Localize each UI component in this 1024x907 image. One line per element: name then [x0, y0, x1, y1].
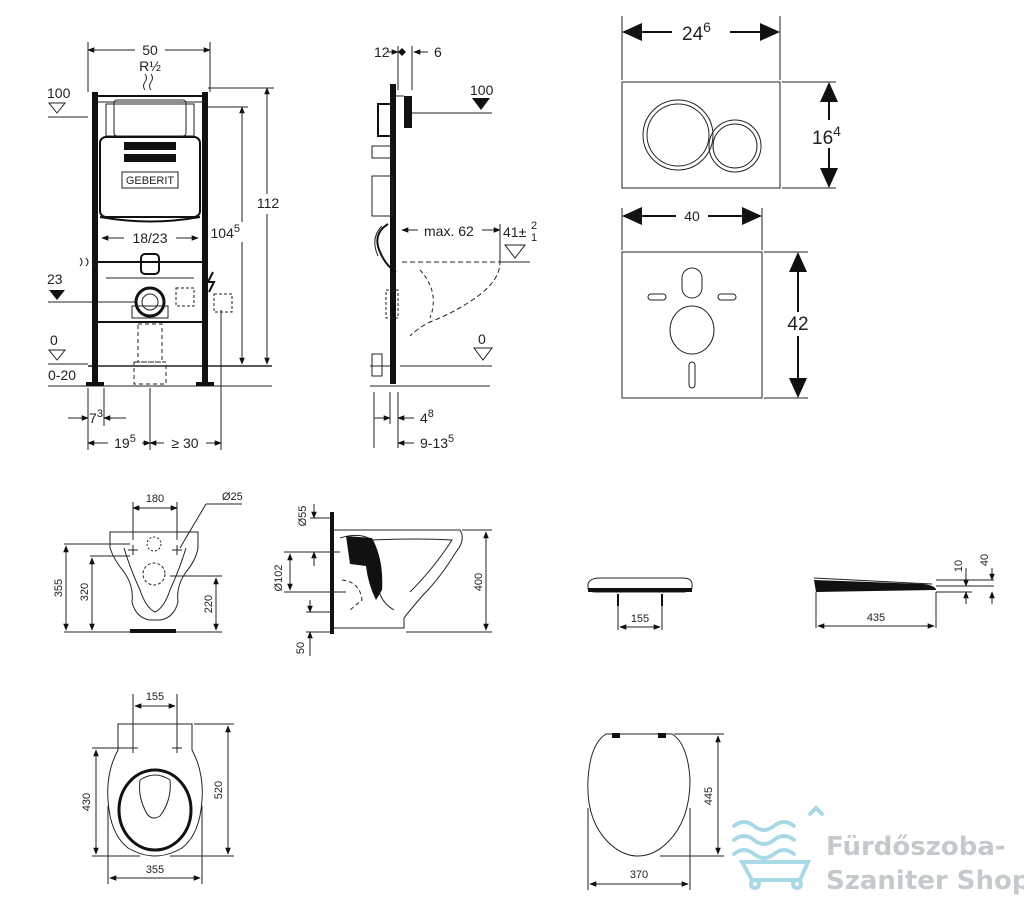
dim-12-label: 12 [374, 44, 390, 60]
max62-label: max. 62 [424, 223, 474, 239]
water-icon [79, 257, 99, 271]
level-marker-icon [47, 349, 67, 361]
dim-445-label: 445 [703, 787, 715, 805]
dim-435-label: 435 [867, 612, 885, 624]
flush-button-large [642, 99, 714, 171]
frame-side-view: 12 6 100 max. 62 41± 2 1 [370, 44, 537, 451]
tolerance-up: 2 [531, 220, 537, 232]
flush-button-small [708, 119, 762, 173]
level-100-label: 100 [47, 85, 71, 101]
bowl-side-view: Ø55 Ø102 50 400 [273, 504, 492, 656]
bowl-outline [402, 261, 501, 337]
dim-430-label: 430 [81, 793, 93, 811]
dim-d102-label: Ø102 [273, 565, 285, 592]
level-marker-icon [473, 347, 493, 361]
frame-width-label: 50 [142, 42, 158, 58]
height-1045-label: 1045 [211, 223, 240, 241]
frame-post-right [202, 92, 208, 384]
drain-outlet [134, 286, 166, 318]
dim-220-label: 220 [203, 595, 215, 613]
bowl-top-shape [107, 723, 203, 857]
level-0-label: 0 [50, 332, 58, 348]
floor-range-label: 0-20 [48, 367, 76, 383]
dim-355-label: 355 [53, 579, 65, 597]
spacing-label: 18/23 [132, 230, 167, 246]
dim-48-label: 48 [420, 408, 434, 426]
dim-195-label: 195 [114, 433, 136, 451]
water-supply-icon [143, 73, 153, 91]
frame-front-view: 50 R½ 100 23 0 0-20 GEBERIT [47, 42, 284, 451]
cistern-body [99, 136, 201, 218]
level-marker-icon [47, 102, 67, 114]
level-marker-icon [503, 244, 527, 259]
dim-155-label: 155 [631, 613, 649, 625]
seat-side-view: 435 10 40 [813, 554, 995, 629]
frame-post-left [92, 92, 98, 384]
flush-plate-view: 246 164 40 42 [621, 16, 854, 399]
bowl-side-shape [334, 529, 463, 629]
dim-50-label: 50 [295, 642, 307, 654]
dim-9135-label: 9-135 [420, 433, 454, 451]
dim-155-label: 155 [146, 691, 164, 703]
cistern-top [105, 103, 195, 137]
electric-icon [206, 271, 216, 293]
level-marker-icon [472, 98, 490, 110]
dim-40-label: 40 [979, 554, 991, 566]
dim-41-label: 41± [503, 224, 527, 240]
dim-400-label: 400 [473, 573, 485, 591]
acoustic-pad [621, 251, 763, 399]
dim-355-label: 355 [146, 864, 164, 876]
dim-180-label: 180 [146, 493, 164, 505]
dim-6-label: 6 [434, 44, 442, 60]
dim-370-label: 370 [630, 869, 648, 881]
level-0-label: 0 [478, 331, 486, 347]
level-23-label: 23 [47, 271, 63, 287]
dim-ge30-label: ≥ 30 [171, 435, 198, 451]
pad-height-label: 42 [787, 314, 808, 335]
brand-label: GEBERIT [126, 175, 175, 187]
dim-d25-label: Ø25 [222, 491, 243, 503]
seat-top-view: 445 370 [587, 733, 724, 890]
flush-plate [621, 81, 781, 189]
level-100-label: 100 [470, 82, 494, 98]
watermark-line2: Szaniter Shop [826, 866, 1024, 896]
trapway [346, 536, 383, 600]
plate-width-label: 246 [682, 19, 711, 45]
dim-10-label: 10 [953, 560, 965, 572]
plate-height-label: 164 [812, 123, 841, 149]
pipe-size-label: R½ [139, 58, 161, 74]
dim-d55-label: Ø55 [297, 506, 309, 527]
bowl-top-view: 155 430 520 355 [81, 691, 234, 884]
height-112-label: 112 [257, 195, 280, 211]
watermark: Fürdőszoba- Szaniter Shop [732, 805, 1024, 896]
dim-320-label: 320 [79, 583, 91, 601]
bowl-front-view: 180 Ø25 355 320 220 [53, 491, 243, 633]
level-marker-icon [49, 290, 65, 300]
pad-width-label: 40 [684, 208, 700, 224]
dim-520-label: 520 [213, 781, 225, 799]
seat-top-shape [587, 733, 691, 857]
bowl-front-shape [109, 531, 199, 621]
watermark-line1: Fürdőszoba- [826, 832, 1006, 862]
seat-side-shape [814, 580, 936, 592]
tolerance-down: 1 [531, 232, 537, 244]
bathtub-logo-icon [732, 805, 824, 890]
dim-73-label: 73 [89, 408, 103, 426]
seat-front-view: 155 [587, 577, 693, 630]
